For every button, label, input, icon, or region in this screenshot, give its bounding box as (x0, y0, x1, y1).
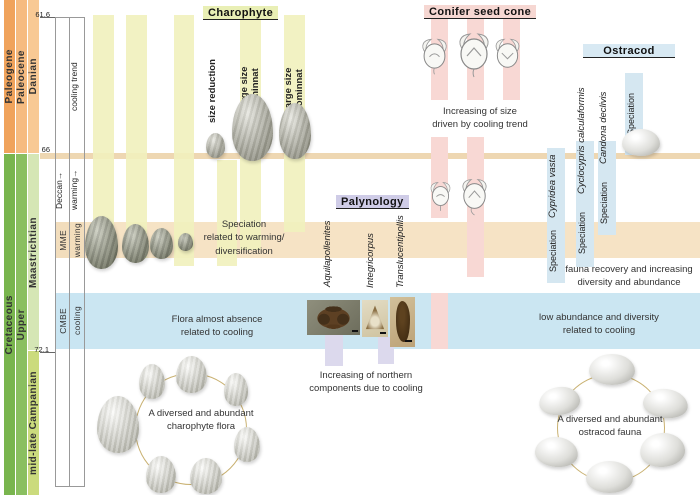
charophyte-fossil (97, 396, 139, 453)
species-cyclocypris: Cyclocypris calculaformis (576, 87, 587, 195)
ostracod-title: Ostracod (583, 44, 675, 58)
conifer-title: Conifer seed cone (424, 5, 537, 19)
charophyte-fossil (150, 228, 173, 259)
stage-campanian-label: mid-late Campanian (28, 370, 39, 476)
conifer-band (431, 293, 448, 349)
species-integricorpus: Integricorpus (365, 233, 376, 288)
age-label-61-6: 61.6 (35, 10, 50, 19)
conifer-cone-icon (459, 33, 489, 78)
cmbe-cooling-cell: cooling (70, 293, 84, 349)
period-cretaceous-label: Cretaceous (4, 294, 15, 355)
stage-maastrichtian: Maastrichtian (28, 154, 39, 350)
conifer-cone-icon (462, 178, 487, 216)
ostracod-fossil (622, 129, 660, 156)
stage-maastrichtian-label: Maastrichtian (28, 216, 39, 288)
cmbe-cooling-label: cooling (72, 306, 82, 336)
charophyte-fossil (178, 233, 193, 251)
tick-61-6 (40, 17, 55, 18)
period-cretaceous: Cretaceous (4, 154, 15, 495)
species-candona-declivis: Candona declivis (598, 91, 609, 165)
ostracod-recovery-note: fauna recovery and increasing diversity … (565, 264, 693, 289)
ostracod-fossil (589, 354, 635, 385)
charophyte-cmbe-note: Flora almost absence related to cooling (171, 314, 263, 339)
speciation-label: Speciation (577, 211, 587, 255)
kpg-boundary-line (40, 153, 700, 159)
age-label-72-1: 72.1 (34, 345, 49, 354)
species-translucentipollis: Translucentipollis (395, 215, 406, 289)
charophyte-fossil (176, 356, 207, 393)
pollen-photo (362, 300, 388, 337)
event-column-right (69, 17, 85, 487)
charophyte-band (217, 160, 237, 266)
charophyte-fossil (279, 103, 311, 159)
palynology-band (325, 335, 343, 366)
ostracod-fauna-note: A diversed and abundant ostracod fauna (557, 414, 663, 439)
ostracod-band (576, 141, 594, 267)
ostracod-band (547, 148, 565, 283)
charophyte-fossil (139, 364, 165, 399)
species-aquilapollenites: Aquilapollenites (322, 220, 333, 288)
cooling-trend-label: cooling trend (69, 62, 79, 112)
charophyte-fossil (190, 458, 222, 494)
mme-label: MME (57, 229, 68, 251)
conifer-note: Increasing of size driven by cooling tre… (432, 106, 528, 131)
charophyte-fossil (234, 427, 260, 462)
mme-warming-label: warming (72, 222, 82, 258)
epoch-upper-label: Upper (16, 308, 27, 341)
ostracod-band (598, 141, 616, 235)
epoch-upper: Upper (16, 154, 27, 495)
palynology-note: Increasing of northern components due to… (309, 370, 423, 395)
charophyte-fossil (232, 94, 273, 161)
conifer-cone-icon (495, 38, 520, 68)
ostracod-fossil (586, 461, 633, 493)
conifer-cone-icon (430, 182, 451, 211)
ostracod-cmbe-note: low abundance and diversity related to c… (539, 312, 659, 337)
pollen-photo (307, 300, 360, 335)
charophyte-band (93, 15, 114, 258)
epoch-paleocene: Paleocene (16, 0, 27, 153)
charophyte-title: Charophyte (203, 6, 279, 20)
deccan-label: Deccan→ (54, 171, 64, 209)
charophyte-fossil (224, 373, 248, 406)
palynology-title: Palynology (336, 195, 409, 209)
period-paleogene-label: Paleogene (4, 49, 15, 104)
charophyte-flora-note: A diversed and abundant charophyte flora (148, 408, 254, 433)
charophyte-mme-note: Speciation related to warming/ diversifi… (203, 219, 285, 257)
stage-danian: Danian (28, 0, 39, 153)
stage-campanian: mid-late Campanian (28, 351, 39, 495)
charophyte-fossil (146, 456, 176, 493)
tick-72-1 (40, 352, 55, 353)
charophyte-band (174, 15, 194, 266)
charophyte-fossil (85, 216, 118, 269)
pollen-photo (390, 297, 415, 347)
cmbe-cell: CMBE (56, 293, 69, 349)
size-reduction-label: size reduction (207, 59, 218, 123)
mme-cell: MME (56, 222, 69, 258)
cmbe-label: CMBE (57, 308, 68, 334)
conifer-cone-icon (422, 38, 447, 75)
charophyte-band (126, 15, 147, 258)
epoch-paleocene-label: Paleocene (16, 49, 27, 104)
charophyte-fossil (122, 224, 149, 263)
species-cypridea-vasta: Cypridea vasta (547, 154, 558, 218)
deccan-warming-label: warming→ (69, 169, 79, 211)
charophyte-fossil (206, 133, 225, 158)
stage-danian-label: Danian (28, 58, 39, 95)
speciation-label: Speciation (599, 181, 609, 225)
age-label-66: 66 (41, 145, 50, 154)
mme-warming-cell: warming (70, 222, 84, 258)
period-paleogene: Paleogene (4, 0, 15, 153)
